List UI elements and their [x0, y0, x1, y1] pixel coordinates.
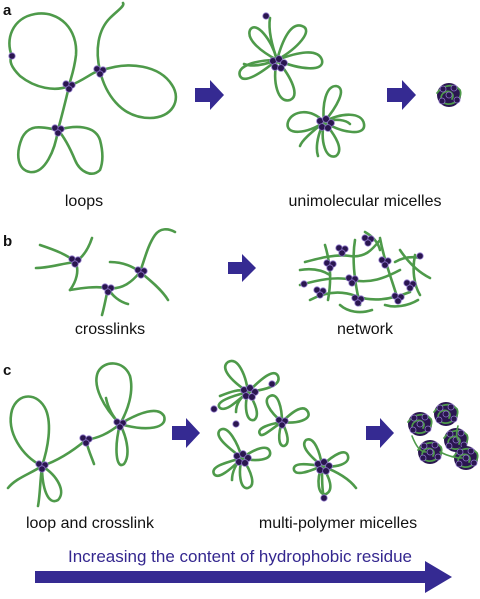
- arrow-c-1: [172, 418, 200, 448]
- panel-letter-a: a: [3, 2, 12, 19]
- arrow-a-1: [195, 80, 224, 110]
- label-network: network: [337, 321, 394, 338]
- panel-letter-b: b: [3, 233, 12, 250]
- caption-increasing-hydrophobic: Increasing the content of hydrophobic re…: [68, 547, 412, 566]
- label-unimolecular-micelles: unimolecular micelles: [289, 193, 442, 210]
- panel-c: c: [3, 359, 479, 532]
- crosslinks-polymers: [34, 228, 177, 317]
- arrow-c-2: [366, 418, 394, 448]
- network-structure: [298, 230, 432, 314]
- label-loops: loops: [65, 193, 103, 210]
- panel-a: a: [3, 1, 462, 210]
- arrow-a-2: [387, 80, 416, 110]
- unimolecular-micelle-lower: [286, 84, 366, 158]
- multi-polymer-micelles: [210, 359, 358, 502]
- label-loop-and-crosslink: loop and crosslink: [26, 515, 155, 532]
- loop-and-crosslink-polymers: [6, 362, 166, 508]
- arrow-b: [228, 254, 256, 282]
- label-crosslinks: crosslinks: [75, 321, 145, 338]
- label-multi-polymer-micelles: multi-polymer micelles: [259, 515, 417, 532]
- trend-arrow-group: Increasing the content of hydrophobic re…: [35, 547, 452, 593]
- unimolecular-micelle-upper: [238, 12, 324, 102]
- panel-b: b: [3, 228, 432, 338]
- loops-polymer: [8, 1, 178, 175]
- panel-letter-c: c: [3, 362, 11, 379]
- aggregated-particles: [407, 401, 479, 471]
- trend-arrow: [35, 561, 452, 593]
- compact-micelle-particle: [436, 82, 462, 108]
